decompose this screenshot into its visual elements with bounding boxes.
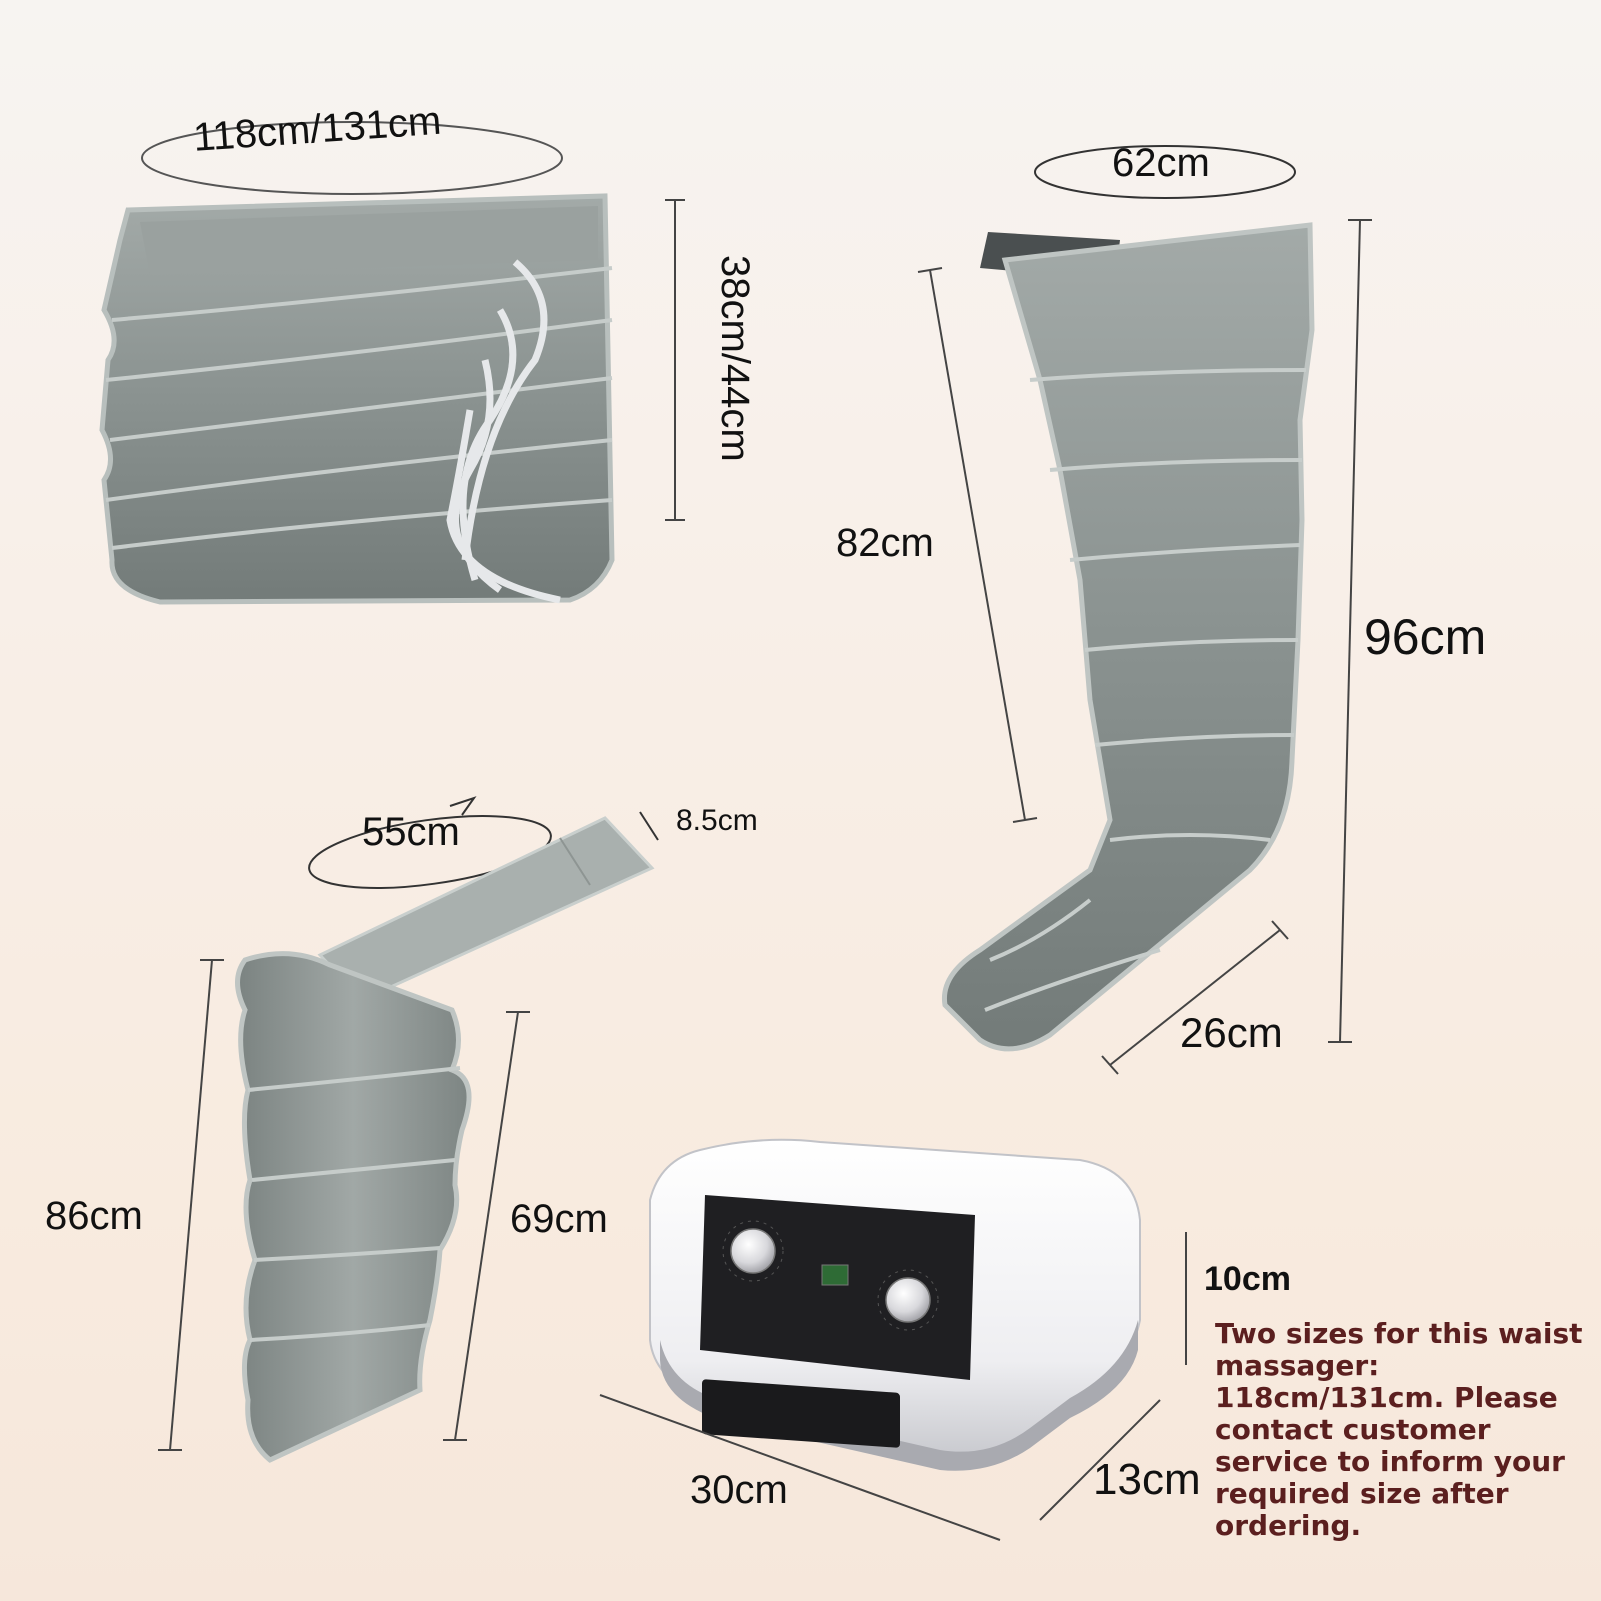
device-width-label: 30cm xyxy=(690,1468,788,1512)
front-vent xyxy=(702,1379,900,1448)
arm-inner-length-label: 69cm xyxy=(510,1197,608,1241)
leg-total-length-label: 96cm xyxy=(1364,609,1487,665)
outer-length-line xyxy=(169,959,213,1451)
total-length-line xyxy=(1339,219,1361,1043)
waist-height-label: 38cm/44cm xyxy=(713,255,757,462)
width-line xyxy=(599,1394,1001,1541)
leg-boot xyxy=(917,145,1372,1075)
arm-strap-circumference-label: 55cm xyxy=(362,810,460,854)
waist-wrap-body xyxy=(99,193,615,605)
arm-sleeve xyxy=(158,796,659,1463)
leg-boot-body xyxy=(941,222,1315,1052)
waist-wrap-ribs xyxy=(105,266,613,550)
circumference-ring xyxy=(141,121,563,195)
arm-strap-width-label: 8.5cm xyxy=(676,804,758,837)
foot-width-line xyxy=(1109,929,1281,1066)
waist-wrap-inner xyxy=(140,206,598,275)
arm-outer-length-label: 86cm xyxy=(45,1194,143,1238)
arm-sleeve-body xyxy=(235,951,472,1463)
inner-length-line xyxy=(454,1011,519,1441)
depth-line xyxy=(1039,1399,1161,1521)
device-depth-label: 13cm xyxy=(1093,1455,1201,1504)
control-unit xyxy=(599,1138,1187,1541)
waist-wrap xyxy=(99,121,685,605)
left-dial[interactable] xyxy=(730,1228,776,1274)
top-circumference-ring xyxy=(1034,145,1296,199)
control-panel xyxy=(700,1195,975,1380)
timer-display xyxy=(821,1264,849,1286)
leg-foot-width-label: 26cm xyxy=(1180,1009,1283,1056)
size-note: Two sizes for this waist massager: 118cm… xyxy=(1215,1317,1583,1542)
leg-inner-length-label: 82cm xyxy=(836,521,934,565)
air-hoses xyxy=(446,259,561,604)
strap-width-line xyxy=(639,811,659,841)
leg-top-circumference-label: 62cm xyxy=(1112,141,1210,185)
device-height-label: 10cm xyxy=(1204,1260,1291,1298)
inner-length-line xyxy=(929,269,1026,821)
arm-sleeve-ribs xyxy=(247,1066,461,1342)
leg-boot-ribs xyxy=(984,368,1307,1012)
strap-circumference-ring xyxy=(308,815,552,889)
right-dial[interactable] xyxy=(885,1277,931,1323)
